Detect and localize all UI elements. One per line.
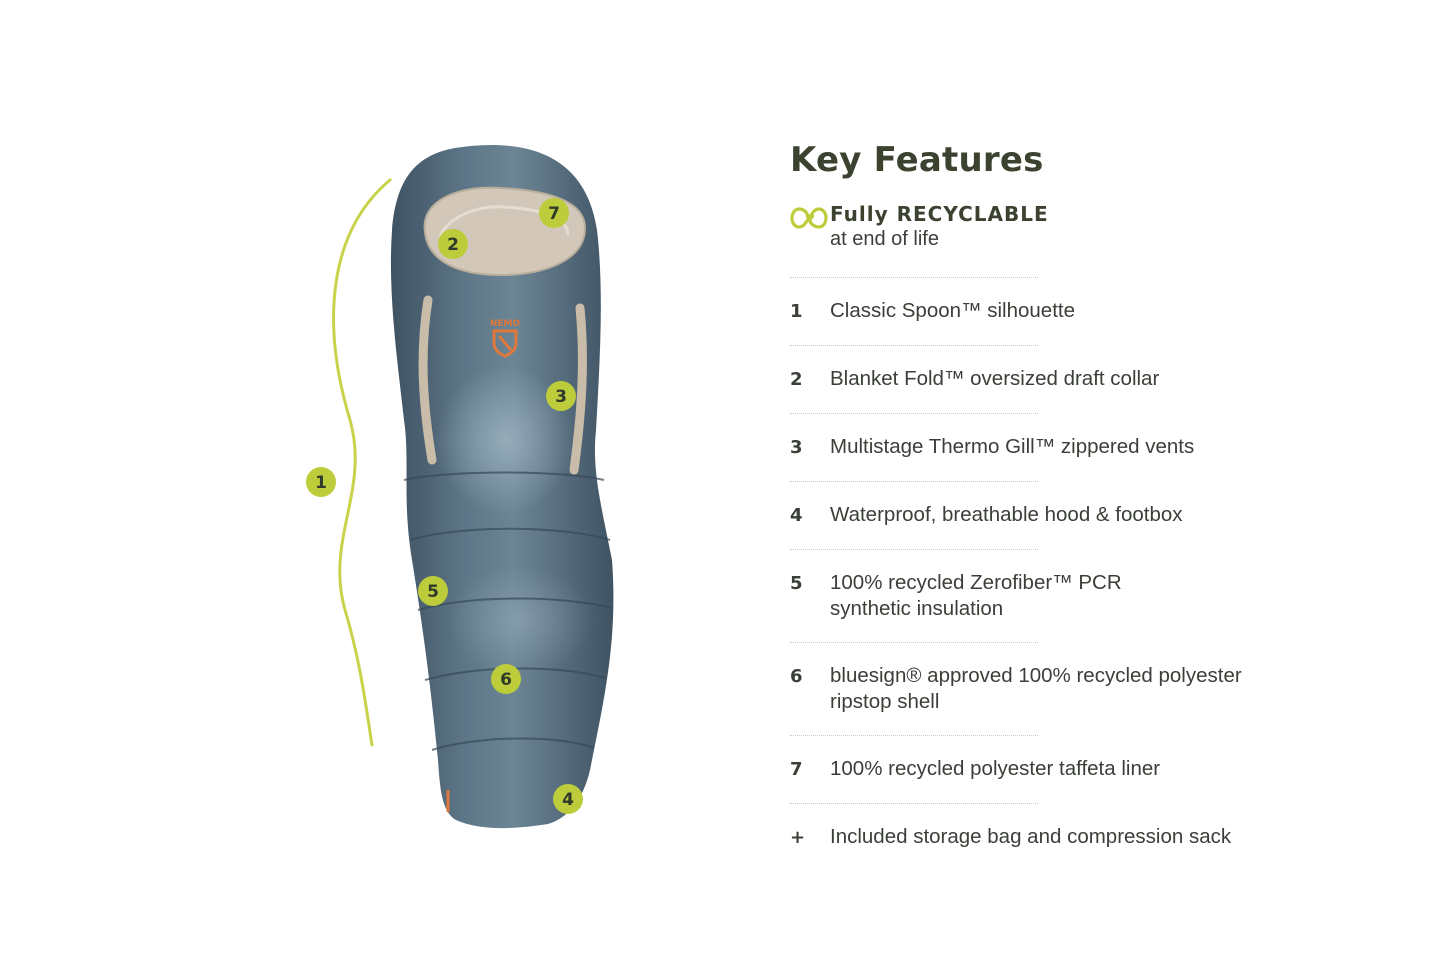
feature-item-7: 7 100% recycled polyester taffeta liner <box>790 756 1350 783</box>
feature-text: 100% recycled Zerofiber™ PCR synthetic i… <box>830 571 1122 620</box>
recyclable-badge: Fully RECYCLABLE at end of life <box>790 202 1350 251</box>
feature-item-5: 5 100% recycled Zerofiber™ PCR synthetic… <box>790 570 1350 622</box>
svg-text:6: 6 <box>500 670 512 690</box>
svg-text:7: 7 <box>548 204 560 224</box>
recyclable-line-1: Fully RECYCLABLE <box>830 202 1049 226</box>
sleeping-bag-illustration: NEMO 1 2 3 4 5 6 7 <box>306 144 614 829</box>
feature-item-4: 4 Waterproof, breathable hood & footbox <box>790 502 1350 529</box>
callout-7: 7 <box>539 198 569 228</box>
callout-3: 3 <box>546 381 576 411</box>
recycle-loop-icon <box>790 207 828 229</box>
feature-number: 6 <box>790 666 803 687</box>
feature-item-2: 2 Blanket Fold™ oversized draft collar <box>790 366 1350 393</box>
recyclable-line-2: at end of life <box>830 228 939 250</box>
callout-5: 5 <box>418 576 448 606</box>
spoon-silhouette-curve <box>332 178 392 747</box>
feature-number: 2 <box>790 369 803 390</box>
key-features-title: Key Features <box>790 140 1044 180</box>
brand-wordmark: NEMO <box>490 319 521 329</box>
feature-number: 1 <box>790 301 803 322</box>
feature-number: + <box>790 827 806 848</box>
vent-left <box>418 295 437 465</box>
svg-text:2: 2 <box>447 235 459 255</box>
divider <box>790 277 1038 278</box>
svg-text:3: 3 <box>555 387 567 407</box>
svg-text:1: 1 <box>315 473 327 493</box>
feature-text: Included storage bag and compression sac… <box>830 825 1232 848</box>
feature-item-3: 3 Multistage Thermo Gill™ zippered vents <box>790 434 1350 461</box>
callout-1: 1 <box>306 467 336 497</box>
divider <box>790 803 1038 804</box>
divider <box>790 413 1038 414</box>
feature-text: Classic Spoon™ silhouette <box>830 299 1075 322</box>
feature-item-extra: + Included storage bag and compression s… <box>790 824 1350 851</box>
callout-4: 4 <box>553 784 583 814</box>
vent-right <box>569 303 587 475</box>
feature-number: 3 <box>790 437 803 458</box>
svg-text:5: 5 <box>427 582 439 602</box>
feature-number: 7 <box>790 759 803 780</box>
divider <box>790 642 1038 643</box>
feature-item-6: 6 bluesign® approved 100% recycled polye… <box>790 663 1350 715</box>
callout-2: 2 <box>438 229 468 259</box>
divider <box>790 549 1038 550</box>
feature-number: 4 <box>790 505 803 526</box>
feature-text: bluesign® approved 100% recycled polyest… <box>830 664 1242 713</box>
divider <box>790 481 1038 482</box>
feature-number: 5 <box>790 573 803 594</box>
divider <box>790 345 1038 346</box>
feature-text: Waterproof, breathable hood & footbox <box>830 503 1183 526</box>
feature-item-1: 1 Classic Spoon™ silhouette <box>790 298 1350 325</box>
brand-logo: NEMO <box>490 319 521 358</box>
feature-text: Blanket Fold™ oversized draft collar <box>830 367 1160 390</box>
baffle-lines <box>403 471 613 751</box>
key-features-panel: Key Features Fully RECYCLABLE at end of … <box>790 140 1350 851</box>
callout-6: 6 <box>491 664 521 694</box>
svg-text:4: 4 <box>562 790 574 810</box>
divider <box>790 735 1038 736</box>
feature-text: Multistage Thermo Gill™ zippered vents <box>830 435 1195 458</box>
feature-text: 100% recycled polyester taffeta liner <box>830 757 1161 780</box>
